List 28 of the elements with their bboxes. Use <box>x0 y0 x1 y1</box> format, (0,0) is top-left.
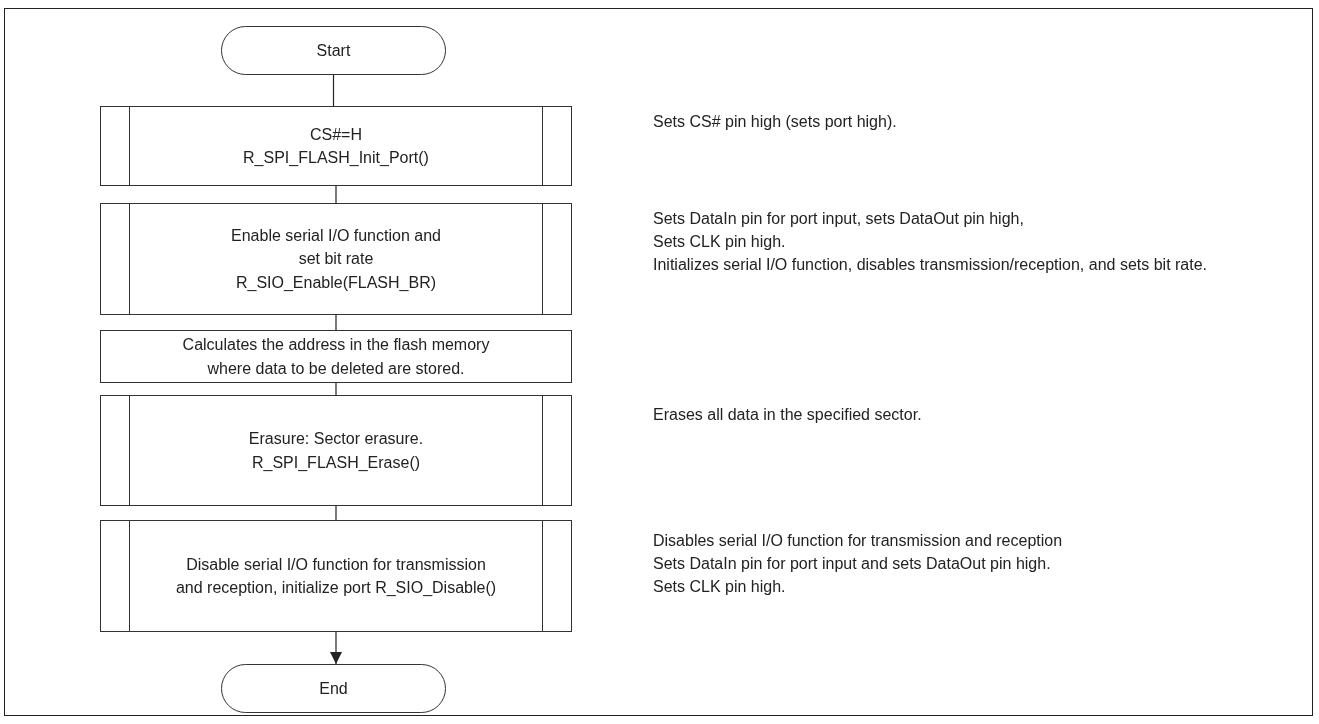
connector-line <box>335 185 337 204</box>
subroutine-box <box>100 203 572 315</box>
note-text: Disables serial I/O function for transmission and reception <box>653 531 1064 551</box>
process-box <box>100 330 572 383</box>
terminal-stadium <box>221 664 446 713</box>
subroutine-box <box>100 395 572 506</box>
subroutine-box <box>100 520 572 632</box>
step-text: Calculates the address in the flash memory where data to be deleted are stored. <box>181 335 491 379</box>
note-text: Erases all data in the specified sector. <box>653 405 923 425</box>
arrow <box>330 631 342 665</box>
step-text: Start <box>316 40 351 61</box>
step-text: CS#=H R_SPI_FLASH_Init_Port() <box>242 124 430 168</box>
note-text: Sets DataIn pin for port input and sets DataOut pin high. <box>653 554 1052 574</box>
connector-line <box>335 505 337 521</box>
note-text: Sets CS# pin high (sets port high). <box>653 112 898 132</box>
subroutine-box <box>100 106 572 186</box>
terminal-stadium <box>221 26 446 75</box>
note-text: Initializes serial I/O function, disables transmission/reception, and sets bit rate. <box>653 255 1209 275</box>
connector-line <box>335 382 337 396</box>
connector-line <box>332 74 335 107</box>
step-text: End <box>319 678 348 699</box>
step-text: Erasure: Sector erasure. R_SPI_FLASH_Erase() <box>247 429 425 473</box>
step-text: Enable serial I/O function and set bit rate R_SIO_Enable(FLASH_BR) <box>230 226 442 293</box>
note-text: Sets CLK pin high. <box>653 232 787 252</box>
connector-line <box>335 314 337 331</box>
note-text: Sets DataIn pin for port input, sets DataOut pin high, <box>653 209 1025 229</box>
step-text: Disable serial I/O function for transmission and reception, initialize port R_SIO_Disable() <box>174 554 498 598</box>
note-text: Sets CLK pin high. <box>653 577 787 597</box>
